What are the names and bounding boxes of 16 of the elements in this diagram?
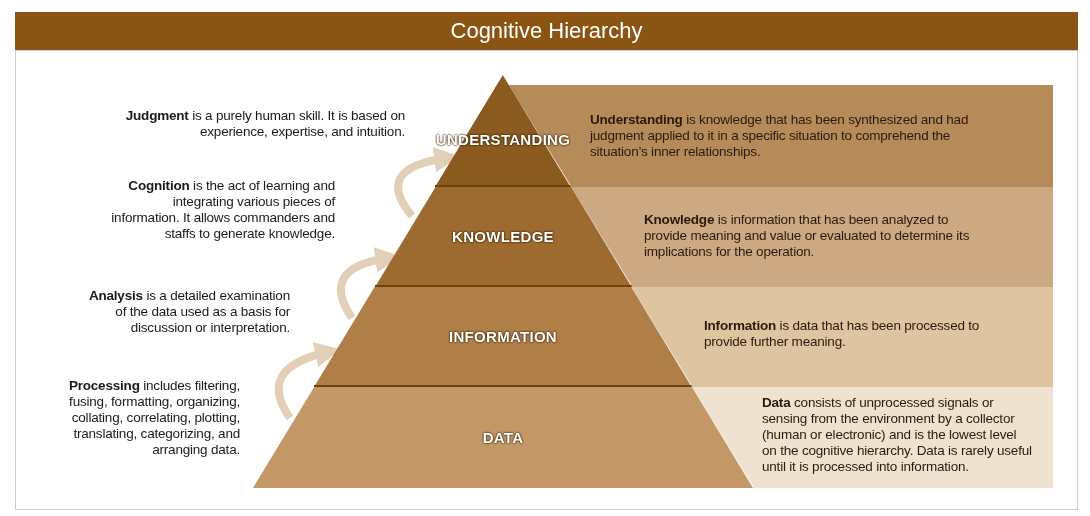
level-label: KNOWLEDGE <box>451 228 555 245</box>
level-label: INFORMATION <box>447 328 558 345</box>
pyramid-level <box>253 387 753 488</box>
process-description: Processing includes filtering, fusing, formatting, organizing, collating, correlating, plotting, translating, categorizing, and arranging data. <box>40 378 240 458</box>
pyramid-level <box>374 187 632 287</box>
title-banner: Cognitive Hierarchy <box>15 12 1078 50</box>
description-text: Knowledge is information that has been analyzed to provide meaning and value or evaluated to determine its implications for the operation. <box>644 212 971 260</box>
process-description: Judgment is a purely human skill. It is based on experience, expertise, and intuition. <box>95 108 405 140</box>
process-description: Cognition is the act of learning and integrating various pieces of information. It allows commanders and staffs to generate knowledge. <box>105 178 335 242</box>
pyramid-level <box>314 287 692 387</box>
process-description: Analysis is a detailed examination of the data used as a basis for discussion or interpretation. <box>75 288 290 336</box>
description-text: Information is data that has been processed to provide further meaning. <box>704 318 981 350</box>
level-label: DATA <box>481 428 525 446</box>
description-text: Data consists of unprocessed signals or sensing from the environment by a collector (human or electronic) and is the lowest level on the cognitive hierarchy. Data is rarely useful until it is processed into information. <box>762 395 1033 475</box>
pyramid-level <box>435 75 571 187</box>
description-text: Understanding is knowledge that has been synthesized and had judgment applied to it in a specific situation to comprehend the situation’s inner relationships. <box>590 112 970 160</box>
